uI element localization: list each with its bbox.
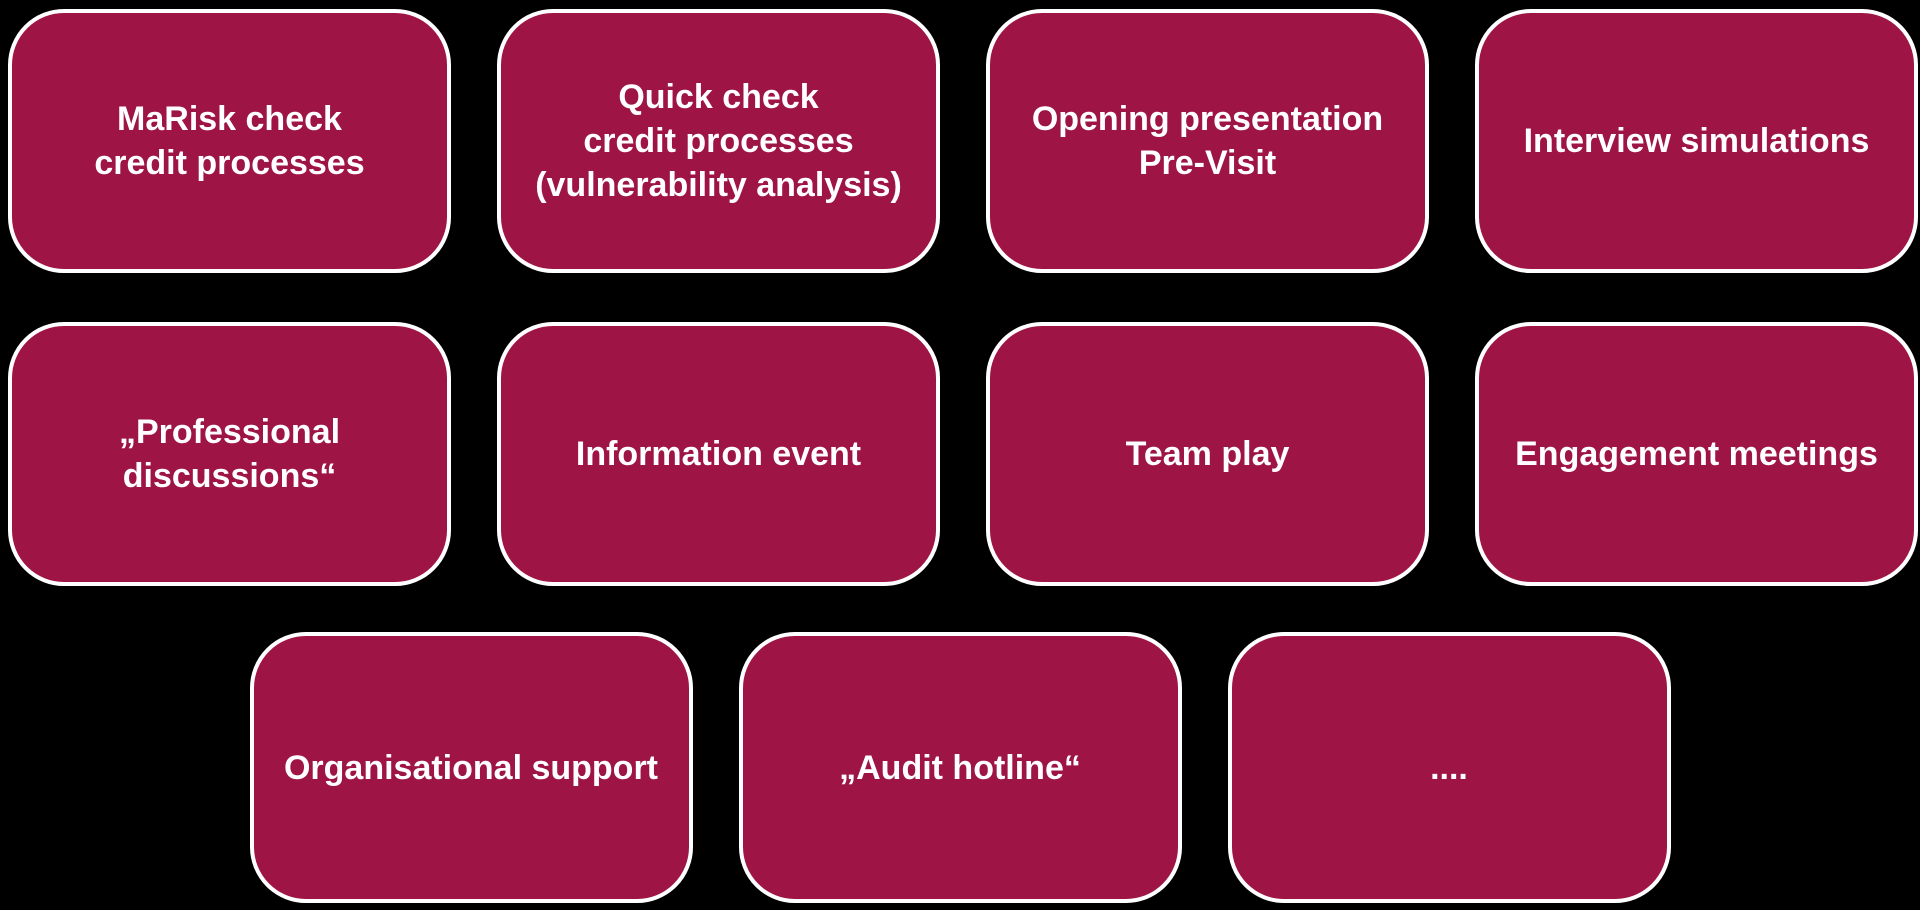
card-label-engagement-meetings: Engagement meetings	[1515, 435, 1878, 473]
card-team-play: Team play	[986, 322, 1429, 586]
card-quick-check-credit-processes: Quick check credit processes (vulnerabil…	[497, 9, 940, 273]
card-ellipsis: ....	[1227, 632, 1671, 903]
card-label-team-play: Team play	[1125, 435, 1290, 473]
card-professional-discussions: „Professional discussions“	[8, 322, 451, 586]
card-opening-presentation-pre-visit: Opening presentation Pre-Visit	[986, 9, 1429, 273]
card-organisational-support: Organisational support	[249, 632, 693, 903]
card-label-marisk-check-credit-processes: MaRisk check credit processes	[94, 100, 365, 182]
card-grid-row-2: „Professional discussions“ Information e…	[0, 322, 1920, 586]
card-label-information-event: Information event	[575, 435, 862, 473]
card-label-organisational-support: Organisational support	[283, 748, 659, 787]
card-information-event: Information event	[497, 322, 940, 586]
card-label-professional-discussions: „Professional discussions“	[118, 413, 341, 495]
card-label-audit-hotline: „Audit hotline“	[839, 748, 1081, 787]
card-label-quick-check-credit-processes: Quick check credit processes (vulnerabil…	[535, 78, 902, 204]
card-marisk-check-credit-processes: MaRisk check credit processes	[8, 9, 451, 273]
card-label-ellipsis: ....	[1430, 748, 1468, 787]
card-interview-simulations: Interview simulations	[1475, 9, 1918, 273]
card-grid-row-1: MaRisk check credit processes Quick chec…	[0, 0, 1920, 273]
card-grid-row-3: Organisational support „Audit hotline“ .…	[0, 632, 1920, 903]
card-label-opening-presentation-pre-visit: Opening presentation Pre-Visit	[1031, 100, 1384, 182]
card-audit-hotline: „Audit hotline“	[738, 632, 1182, 903]
card-label-interview-simulations: Interview simulations	[1523, 122, 1870, 160]
card-engagement-meetings: Engagement meetings	[1475, 322, 1918, 586]
